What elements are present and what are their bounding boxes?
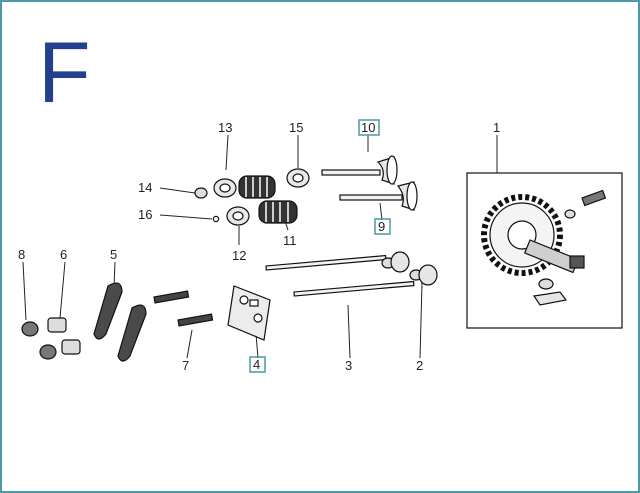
callout-6: 6 bbox=[60, 247, 67, 262]
callout-14: 14 bbox=[138, 180, 152, 195]
part-16 bbox=[212, 215, 220, 223]
highlight-box-9 bbox=[374, 218, 391, 235]
valve-spring-retainer-13 bbox=[213, 178, 237, 198]
valve-10 bbox=[321, 155, 398, 185]
lock-nut-8 bbox=[21, 321, 57, 360]
callout-11: 11 bbox=[283, 233, 297, 248]
callout-13: 13 bbox=[218, 120, 232, 135]
highlight-box-4 bbox=[249, 356, 266, 373]
callout-15: 15 bbox=[289, 120, 303, 135]
section-letter: F bbox=[38, 25, 91, 121]
valve-stem-seal-15 bbox=[286, 168, 310, 188]
rocker-arm-5 bbox=[93, 282, 147, 362]
callout-16: 16 bbox=[138, 207, 152, 222]
push-rod-3 bbox=[265, 254, 415, 297]
adjusting-nut-6 bbox=[47, 317, 81, 355]
valve-spring-11 bbox=[258, 200, 298, 224]
callout-8: 8 bbox=[18, 247, 25, 262]
callout-10: 10 bbox=[361, 120, 375, 135]
part-14 bbox=[194, 187, 208, 199]
callout-7: 7 bbox=[182, 358, 189, 373]
valve-tappet-2 bbox=[381, 251, 438, 286]
valve-spring-upper bbox=[238, 175, 276, 199]
camshaft-inset-box bbox=[466, 172, 623, 329]
callout-2: 2 bbox=[416, 358, 423, 373]
callout-5: 5 bbox=[110, 247, 117, 262]
callout-labels: 1 2 3 4 5 6 7 8 9 10 11 12 13 14 15 16 bbox=[18, 120, 500, 373]
callout-4: 4 bbox=[253, 357, 260, 372]
callout-1: 1 bbox=[493, 120, 500, 135]
callout-3: 3 bbox=[345, 358, 352, 373]
callout-12: 12 bbox=[232, 248, 246, 263]
rocker-stud-7 bbox=[153, 290, 214, 327]
guide-plate-4 bbox=[227, 285, 271, 341]
callout-9: 9 bbox=[378, 219, 385, 234]
highlight-box-10 bbox=[358, 119, 380, 136]
valve-9 bbox=[339, 181, 418, 211]
valve-spring-retainer-12 bbox=[226, 206, 250, 226]
camshaft-1 bbox=[481, 189, 607, 306]
